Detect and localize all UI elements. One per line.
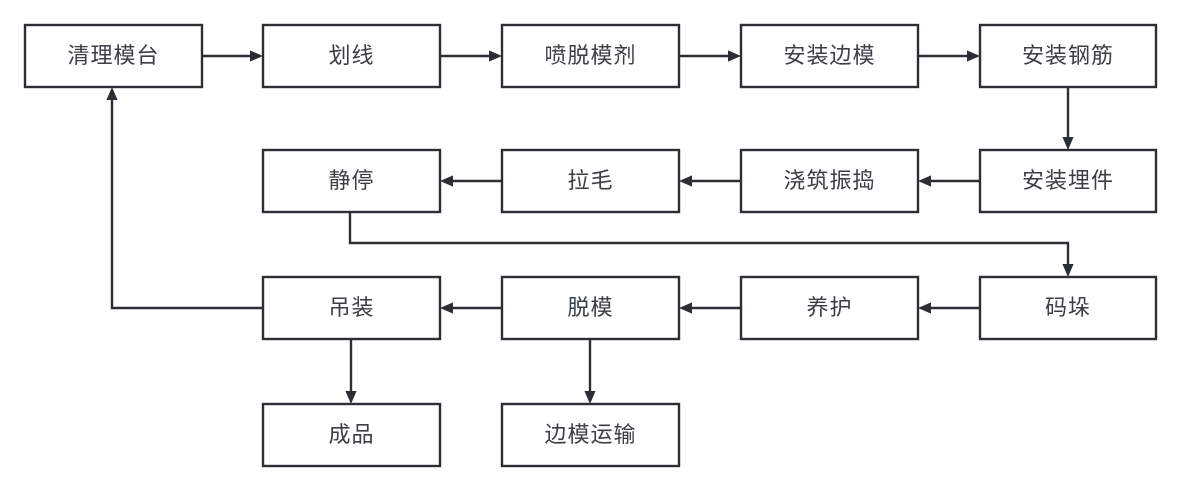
node-box[interactable] (500, 402, 681, 468)
arrowhead-icon (584, 391, 596, 404)
edge-养护-to-脱模 (679, 302, 741, 314)
process-node-n6[interactable]: 安装埋件 (978, 148, 1158, 214)
edge-吊装-to-成品 (345, 339, 357, 404)
node-box[interactable] (739, 23, 920, 89)
node-label: 成品 (328, 422, 374, 447)
node-label: 安装埋件 (1022, 168, 1114, 193)
edge-line (110, 95, 263, 310)
arrowhead-icon (440, 175, 453, 187)
edge-喷脱模剂-to-安装边模 (679, 50, 741, 62)
process-node-n10[interactable]: 码垛 (978, 275, 1158, 341)
node-label: 脱模 (567, 295, 613, 320)
node-box[interactable] (500, 275, 681, 341)
edge-吊装-to-清理模台 (106, 87, 263, 310)
node-label: 养护 (806, 295, 852, 320)
edge-码垛-to-养护 (918, 302, 980, 314)
edge-line (348, 212, 1070, 269)
process-node-n11[interactable]: 养护 (739, 275, 920, 341)
arrowhead-icon (679, 302, 692, 314)
arrowhead-icon (679, 175, 692, 187)
node-box[interactable] (261, 23, 442, 89)
arrowhead-icon (345, 391, 357, 404)
process-node-n12[interactable]: 脱模 (500, 275, 681, 341)
edge-拉毛-to-静停 (440, 175, 502, 187)
arrowhead-icon (489, 50, 502, 62)
node-label: 码垛 (1045, 295, 1091, 320)
edge-浇筑振捣-to-拉毛 (679, 175, 741, 187)
node-box[interactable] (500, 23, 681, 89)
node-label: 静停 (328, 168, 374, 193)
node-label: 拉毛 (567, 168, 613, 193)
process-node-n8[interactable]: 拉毛 (500, 148, 681, 214)
arrowhead-icon (1062, 264, 1074, 277)
edge-脱模-to-吊装 (440, 302, 502, 314)
node-label: 吊装 (328, 295, 374, 320)
edge-脱模-to-边模运输 (584, 339, 596, 404)
node-box[interactable] (978, 275, 1158, 341)
arrowhead-icon (967, 50, 980, 62)
edge-安装钢筋-to-安装埋件 (1062, 87, 1074, 150)
arrowhead-icon (728, 50, 741, 62)
edge-划线-to-喷脱模剂 (440, 50, 502, 62)
node-label: 喷脱模剂 (544, 43, 636, 68)
edges-layer (106, 50, 1074, 404)
arrowhead-icon (918, 175, 931, 187)
node-box[interactable] (23, 23, 204, 89)
node-label: 安装边模 (783, 43, 875, 68)
node-label: 划线 (328, 43, 374, 68)
arrowhead-icon (1062, 137, 1074, 150)
process-node-n9[interactable]: 静停 (261, 148, 442, 214)
node-label: 清理模台 (67, 43, 159, 68)
node-label: 浇筑振捣 (783, 168, 875, 193)
process-node-n3[interactable]: 喷脱模剂 (500, 23, 681, 89)
process-node-n5[interactable]: 安装钢筋 (978, 23, 1158, 89)
node-box[interactable] (739, 275, 920, 341)
node-box[interactable] (261, 275, 442, 341)
node-label: 边模运输 (544, 422, 636, 447)
arrowhead-icon (918, 302, 931, 314)
process-node-n13[interactable]: 吊装 (261, 275, 442, 341)
process-node-n14[interactable]: 成品 (261, 402, 442, 468)
process-node-n4[interactable]: 安装边模 (739, 23, 920, 89)
edge-清理模台-to-划线 (202, 50, 263, 62)
arrowhead-icon (440, 302, 453, 314)
node-box[interactable] (500, 148, 681, 214)
node-box[interactable] (261, 148, 442, 214)
node-box[interactable] (978, 23, 1158, 89)
process-node-n7[interactable]: 浇筑振捣 (739, 148, 920, 214)
node-box[interactable] (739, 148, 920, 214)
process-node-n2[interactable]: 划线 (261, 23, 442, 89)
arrowhead-icon (250, 50, 263, 62)
arrowhead-icon (106, 87, 118, 100)
edge-静停-to-码垛 (348, 212, 1074, 277)
edge-安装埋件-to-浇筑振捣 (918, 175, 980, 187)
node-label: 安装钢筋 (1022, 43, 1114, 68)
node-box[interactable] (261, 402, 442, 468)
edge-安装边模-to-安装钢筋 (918, 50, 980, 62)
process-node-n15[interactable]: 边模运输 (500, 402, 681, 468)
node-box[interactable] (978, 148, 1158, 214)
process-node-n1[interactable]: 清理模台 (23, 23, 204, 89)
